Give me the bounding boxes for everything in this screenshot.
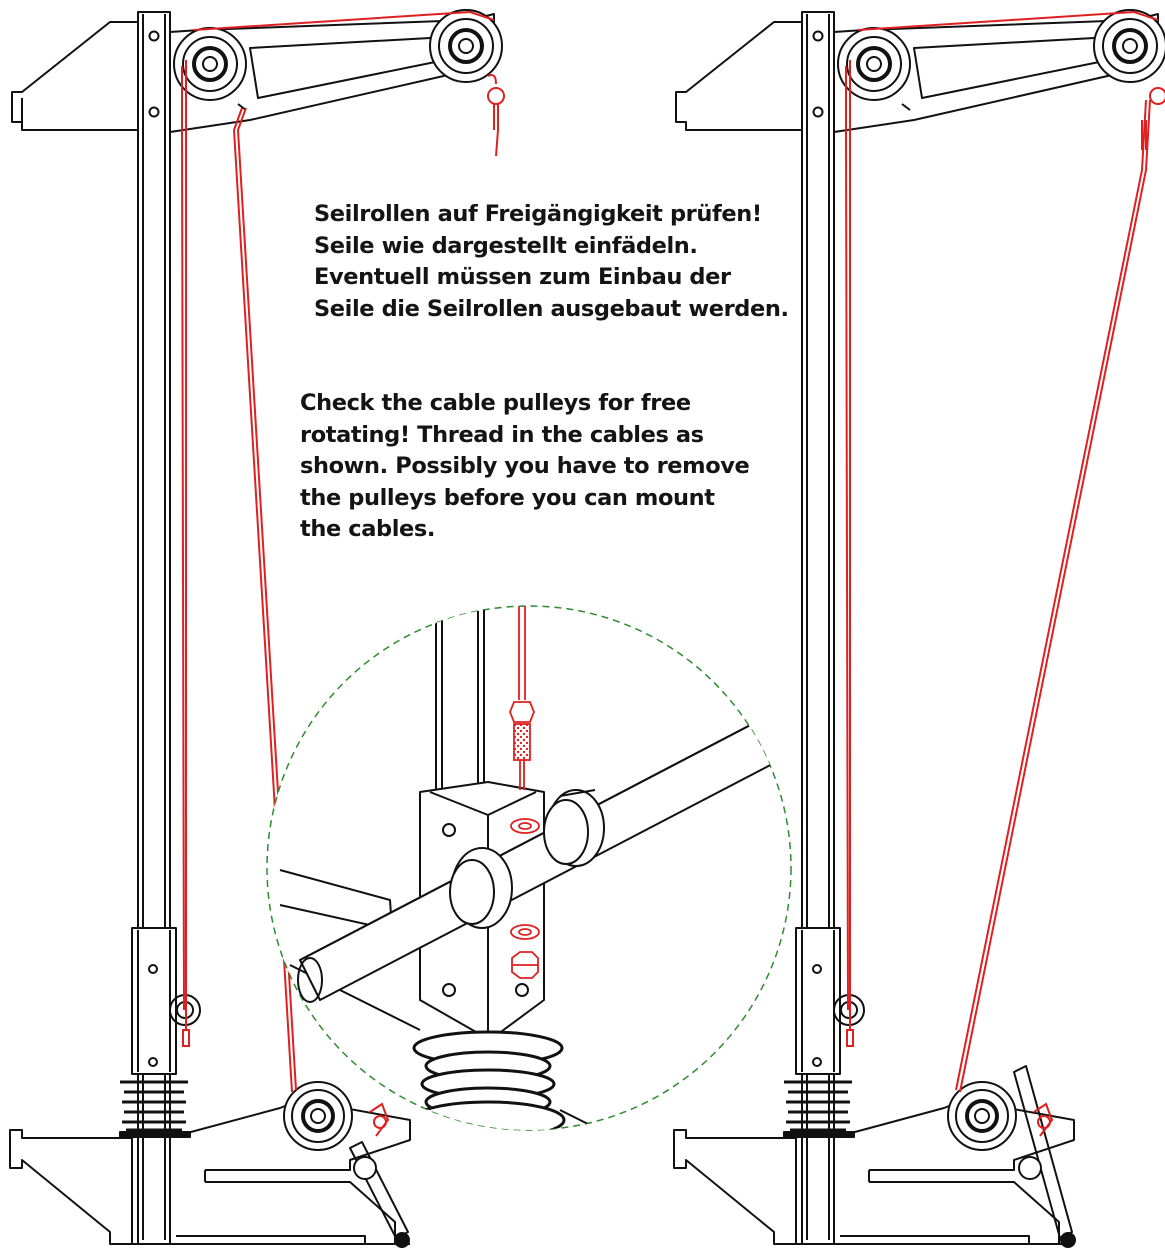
instruction-line: Seile die Seilrollen ausgebaut werden. [314, 295, 789, 322]
instruction-line: the pulleys before you can mount [300, 484, 715, 511]
instruction-line: rotating! Thread in the cables as [300, 421, 704, 448]
instruction-line: the cables. [300, 516, 436, 542]
instruction-line: Check the cable pulleys for free [300, 390, 691, 416]
instructions-german: Seilrollen auf Freigängigkeit prüfen! Se… [314, 199, 794, 325]
right-cables [845, 10, 1165, 1137]
right-top-pulleys [837, 9, 1165, 101]
detail-view [266, 605, 792, 1131]
left-top-pulleys [173, 9, 503, 101]
instruction-line: Seile wie dargestellt einfädeln. [314, 232, 698, 259]
instruction-line: shown. Possibly you have to remove [300, 453, 750, 479]
left-cables [181, 10, 505, 1137]
instruction-line: Eventuell müssen zum Einbau der [314, 264, 731, 290]
instruction-line: Seilrollen auf Freigängigkeit prüfen! [314, 201, 762, 227]
right-machine-frame [673, 11, 1159, 1248]
instructions-english: Check the cable pulleys for free rotatin… [300, 388, 780, 546]
